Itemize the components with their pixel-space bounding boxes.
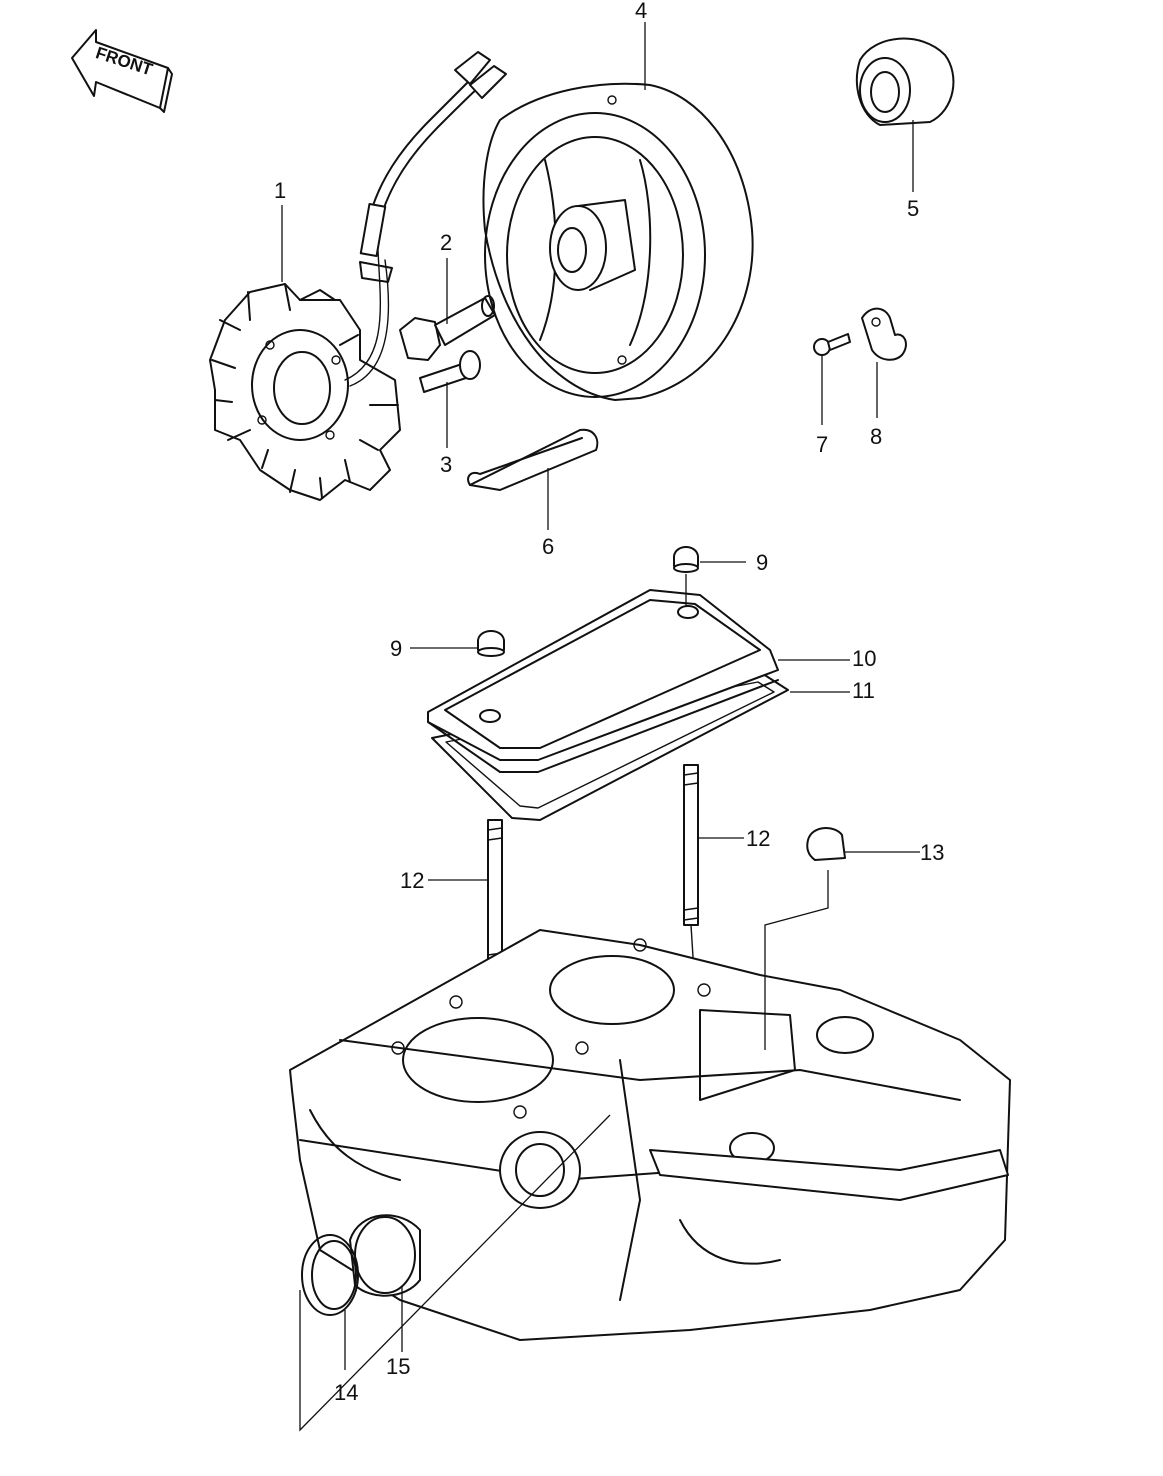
callout-9-upper: 9 — [756, 550, 768, 575]
callout-8: 8 — [870, 424, 882, 449]
callout-15: 15 — [386, 1354, 410, 1379]
small-screw-part — [813, 333, 851, 356]
callout-2: 2 — [440, 230, 452, 255]
cover-part — [427, 589, 779, 773]
callout-14: 14 — [334, 1380, 358, 1405]
clamp-part — [861, 307, 907, 361]
flywheel-bolt-part — [399, 295, 496, 361]
callout-1: 1 — [274, 178, 286, 203]
callout-numbers: 1 2 3 4 5 6 7 8 9 9 10 11 12 12 13 14 15 — [274, 0, 944, 1405]
crankcase-part — [289, 929, 1011, 1341]
stator-part — [209, 249, 401, 501]
callout-10: 10 — [852, 646, 876, 671]
screw-part — [419, 350, 481, 393]
rubber-cap-part — [806, 827, 846, 861]
callout-3: 3 — [440, 452, 452, 477]
callout-4: 4 — [635, 0, 647, 23]
wire-clip-part — [467, 428, 599, 491]
cap-nut-upper — [673, 546, 699, 573]
callout-6: 6 — [542, 534, 554, 559]
rotor-flywheel-part — [482, 82, 754, 401]
callout-12-left: 12 — [400, 868, 424, 893]
callout-13: 13 — [920, 840, 944, 865]
wire-harness — [359, 51, 507, 283]
collar-part — [855, 37, 955, 126]
crankcase-nozzle-part — [349, 1214, 421, 1297]
callout-5: 5 — [907, 196, 919, 221]
callout-9-lower: 9 — [390, 636, 402, 661]
leader-lines — [281, 22, 920, 1432]
cap-nut-lower — [477, 630, 505, 657]
front-arrow: FRONT — [71, 29, 173, 113]
stud-bolt-left — [487, 819, 503, 971]
callout-7: 7 — [816, 432, 828, 457]
o-ring-part — [301, 1234, 359, 1316]
callout-11: 11 — [852, 678, 875, 703]
callout-12-right: 12 — [746, 826, 770, 851]
